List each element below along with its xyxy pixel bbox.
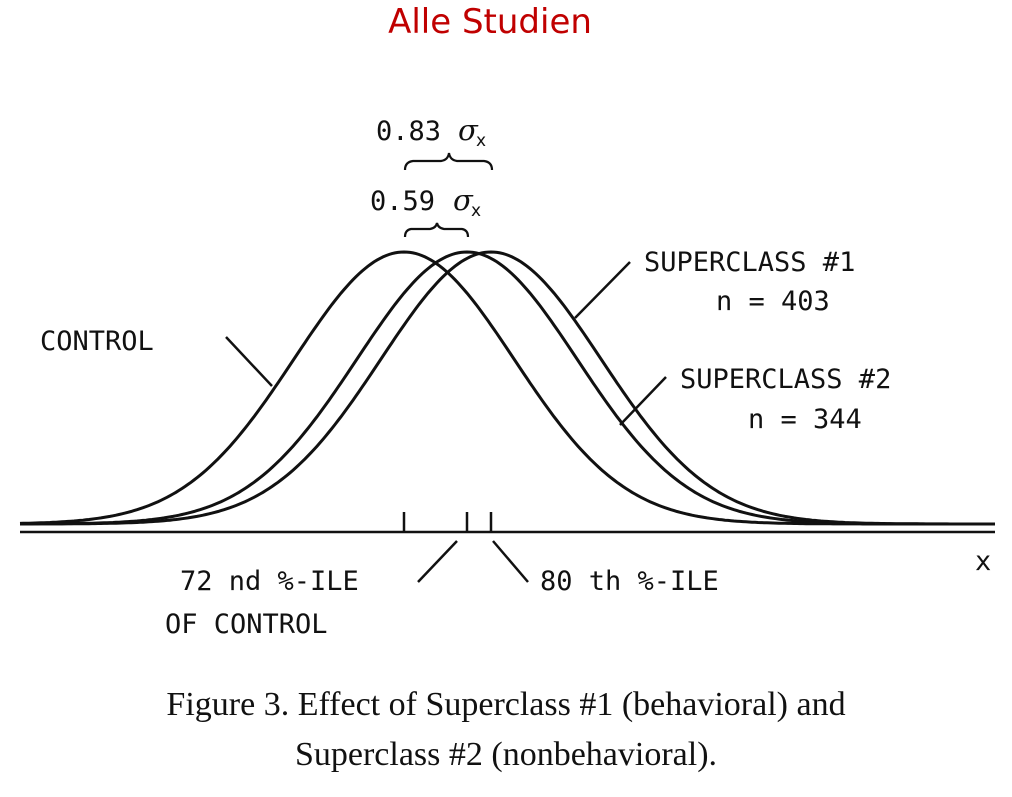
brace-outer-value: 0.83 xyxy=(376,116,441,147)
header-title: Alle Studien xyxy=(388,2,592,42)
x-axis-label: x xyxy=(975,546,991,577)
annotation-left-line2: OF CONTROL xyxy=(165,609,328,640)
brace-inner-sigma: σ xyxy=(453,183,474,217)
superclass1-label: SUPERCLASS #1 xyxy=(644,247,855,278)
brace-inner xyxy=(403,222,470,238)
control-leader xyxy=(225,336,273,387)
brace-inner-value: 0.59 xyxy=(370,186,435,217)
brace-outer xyxy=(403,152,494,171)
caption-line-1: Figure 3. Effect of Superclass #1 (behav… xyxy=(166,686,846,723)
brace-outer-sigma: σ xyxy=(458,113,479,147)
distribution-figure: 0.83 σ x 0.59 σ x CONTROL SUPERCLASS #1 … xyxy=(19,113,995,640)
annotation-right-label: 80 th %-ILE xyxy=(540,566,719,597)
annotation-left-line1: 72 nd %-ILE xyxy=(180,566,359,597)
superclass2-leader xyxy=(619,376,667,426)
superclass1-n: n = 403 xyxy=(716,286,830,317)
brace-inner-subscript: x xyxy=(471,201,481,221)
superclass1-leader xyxy=(574,261,631,319)
brace-outer-subscript: x xyxy=(476,131,486,151)
caption-line-2: Superclass #2 (nonbehavioral). xyxy=(294,736,718,773)
annotation-left-leader xyxy=(417,540,458,583)
control-label: CONTROL xyxy=(40,326,154,357)
superclass2-label: SUPERCLASS #2 xyxy=(680,364,891,395)
annotation-right-leader xyxy=(492,540,529,583)
superclass2-n: n = 344 xyxy=(748,404,862,435)
superclass1-curve xyxy=(20,250,995,526)
